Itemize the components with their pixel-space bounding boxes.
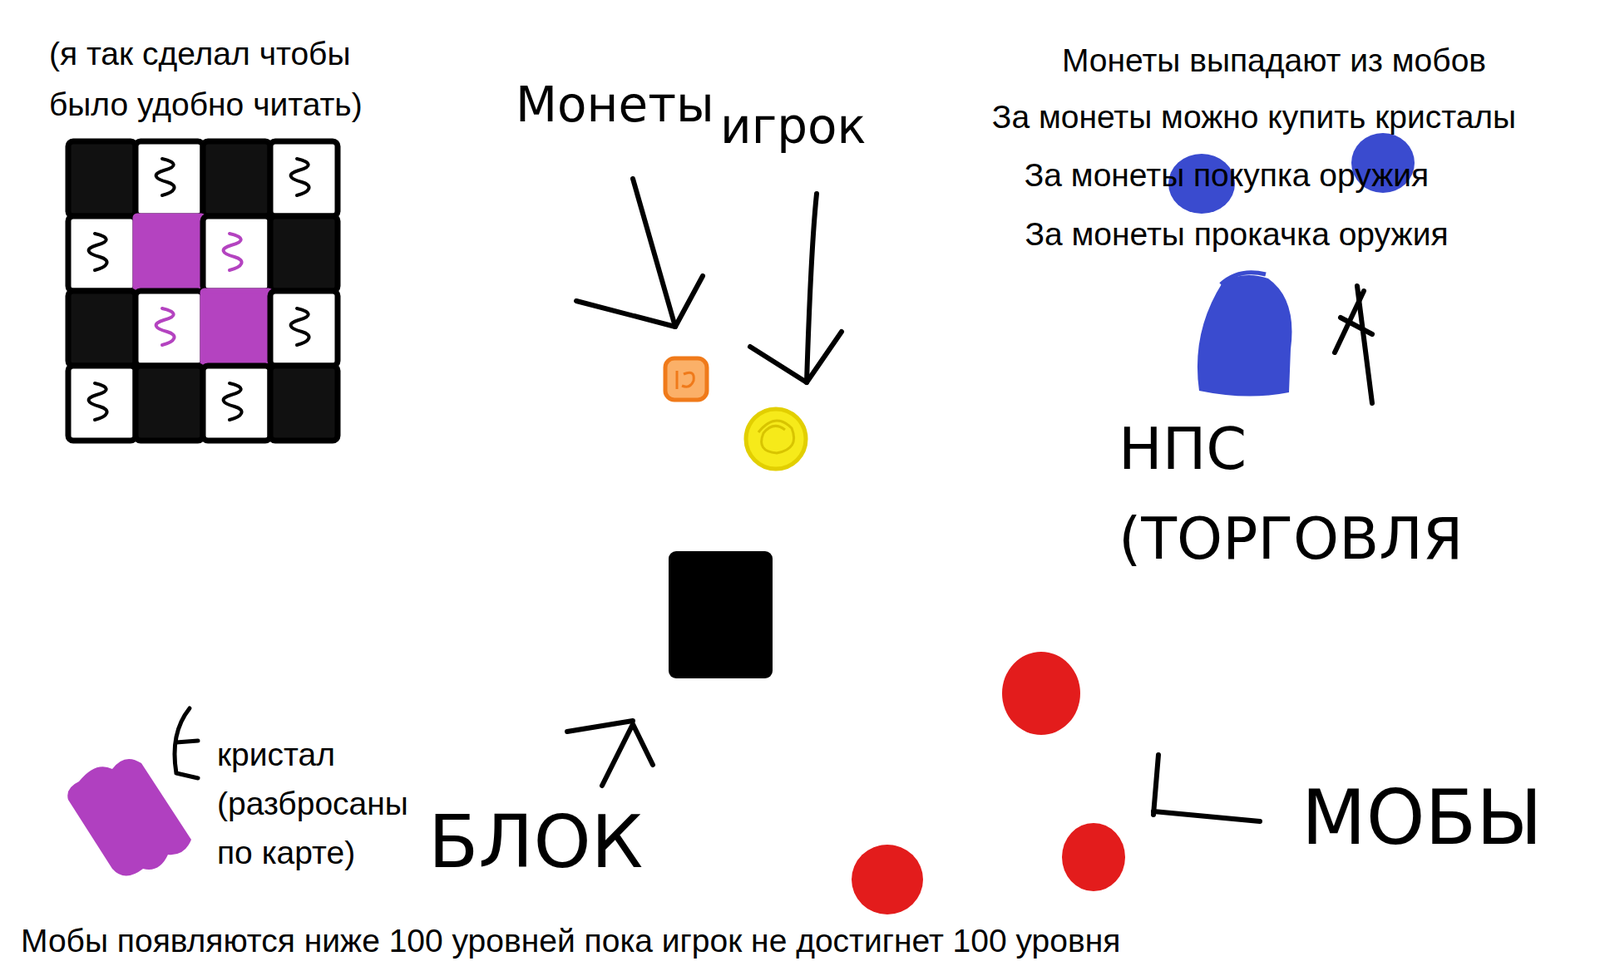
squiggle <box>291 158 310 196</box>
mob-icon <box>1002 651 1081 736</box>
handwritten-label: МОБЫ <box>1301 773 1543 864</box>
map-cell <box>135 291 203 366</box>
map-cell <box>135 216 203 292</box>
map-cell <box>202 141 271 217</box>
handwritten-label: игрок <box>720 98 867 157</box>
map-cell <box>68 141 136 217</box>
map-cell <box>202 365 271 441</box>
map-cell <box>202 216 271 292</box>
squiggle <box>156 308 175 346</box>
arrow-line <box>806 193 817 383</box>
mob-icon <box>1061 823 1126 892</box>
rule-text: За монеты прокачка оружия <box>1024 215 1448 255</box>
arrow-line <box>567 720 633 732</box>
handwritten-label: Монеты <box>515 76 715 135</box>
arrow-line <box>632 178 676 327</box>
map-cell <box>270 291 338 366</box>
arrow-head <box>602 724 653 786</box>
player-scribble <box>758 420 795 454</box>
squiggle <box>88 233 108 271</box>
npc-icon-top <box>1220 272 1266 285</box>
npc-figure <box>1340 317 1373 335</box>
npc-icon <box>1197 275 1293 397</box>
squiggle <box>223 233 242 271</box>
rule-text: За монеты можно купить кристалы <box>992 98 1517 138</box>
arrow-line <box>1153 811 1260 822</box>
author-note: (я так сделал чтобы было удобно читать) <box>49 28 415 130</box>
arrow-head <box>576 276 703 327</box>
map-squiggles <box>88 158 310 420</box>
block-icon <box>668 551 773 679</box>
map-cell <box>270 141 338 217</box>
mob-icon <box>851 844 924 915</box>
map-cell <box>135 141 203 217</box>
crystal-note: кристал (разбросаны по карте) <box>217 730 442 878</box>
rule-text: За монеты покупка оружия <box>1024 156 1430 196</box>
map-cell <box>202 291 271 366</box>
player-icon <box>745 409 806 470</box>
handwritten-label: НПС (ТОРГОВЛЯ <box>1118 404 1585 584</box>
arrow-head <box>750 331 842 383</box>
coin-icon <box>665 358 707 400</box>
map-cell <box>68 216 136 292</box>
map-cell <box>68 365 136 441</box>
map-cell <box>135 365 203 441</box>
squiggle <box>156 158 175 196</box>
coin-scribble <box>676 370 694 390</box>
map-cell <box>270 216 338 292</box>
squiggle <box>223 383 242 420</box>
checker-map <box>68 141 338 441</box>
map-cell <box>68 291 136 366</box>
squiggle <box>88 383 108 420</box>
arrow-head <box>1153 755 1159 815</box>
crystal-icon <box>67 759 192 877</box>
rule-text: Монеты выпадают из мобов <box>1061 41 1487 81</box>
footer-note: Мобы появляются ниже 100 уровней пока иг… <box>20 923 1121 961</box>
map-cell <box>270 365 338 441</box>
handwritten-label: БЛОК <box>428 798 643 887</box>
squiggle <box>291 308 310 346</box>
bracket-mark <box>174 708 198 779</box>
